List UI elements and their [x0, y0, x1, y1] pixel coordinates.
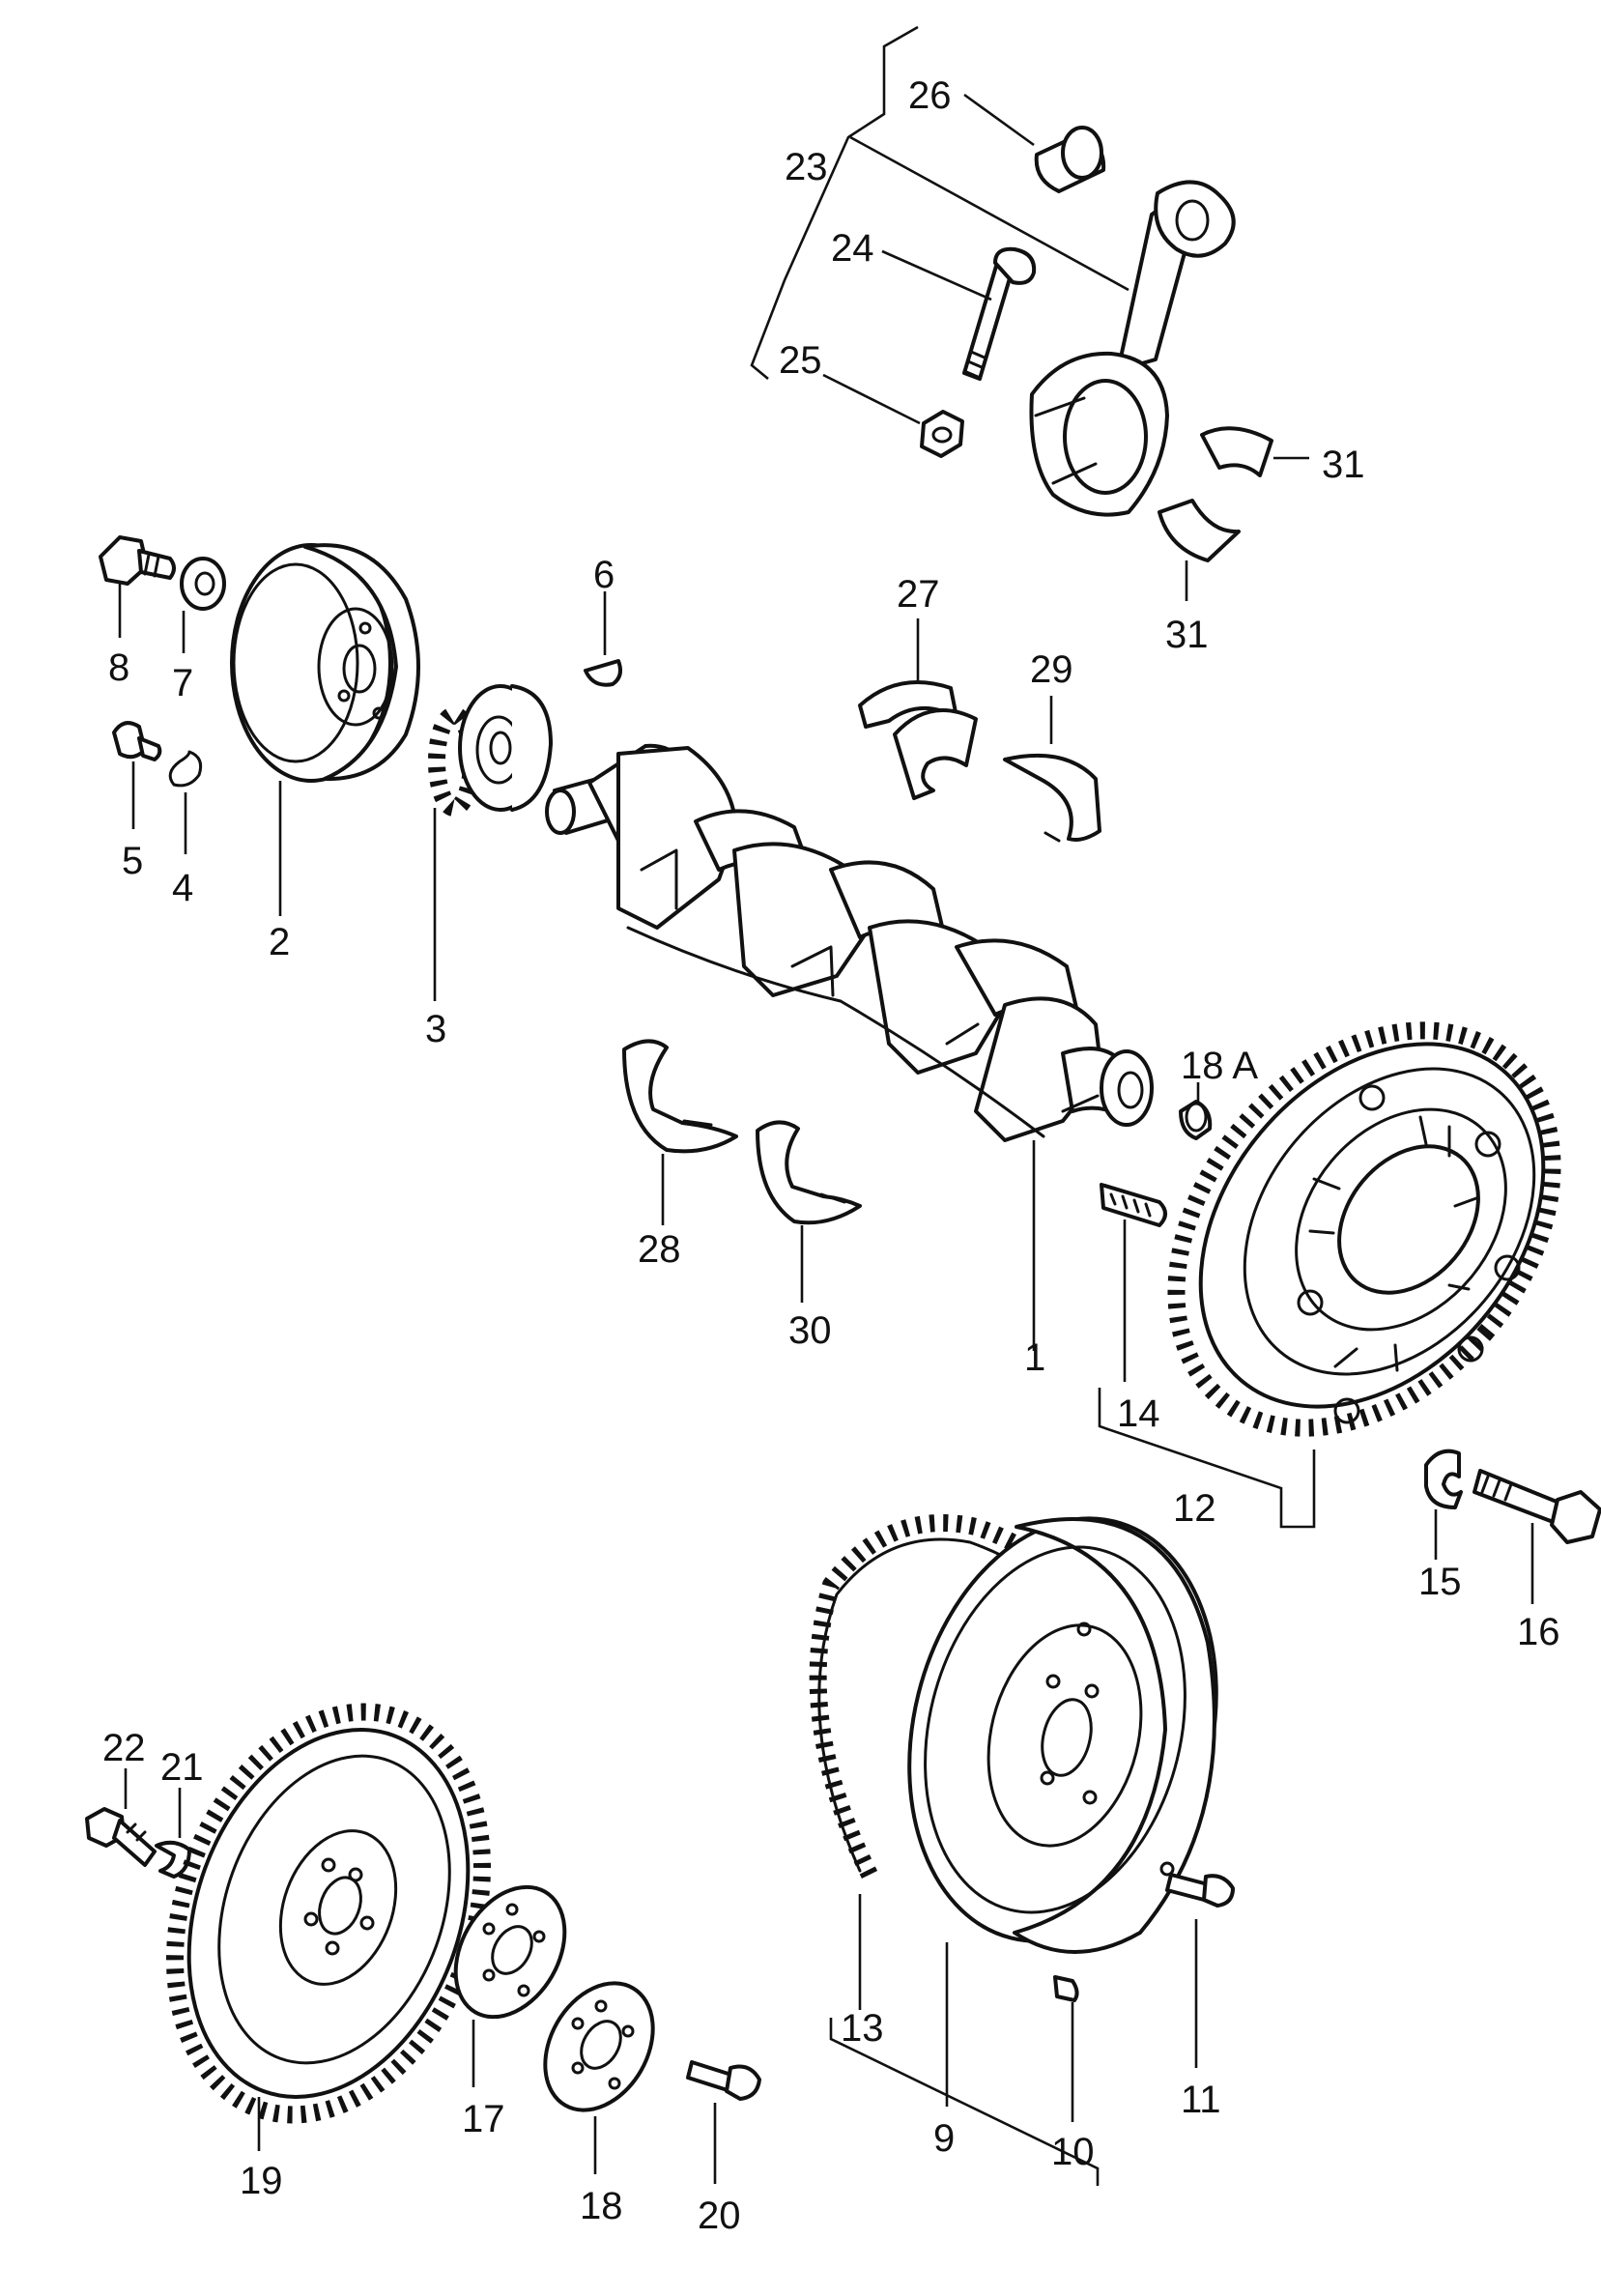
nut-25: [822, 373, 964, 458]
dowel-pin-14: [1100, 1183, 1167, 1382]
bearing-shell-28: [622, 1039, 738, 1225]
lock-plate-4: [168, 750, 203, 854]
flywheel-9: [907, 1516, 1218, 2107]
label-15: 15: [1418, 1561, 1462, 1603]
label-2: 2: [269, 921, 290, 963]
rod-bearing-shell-31-lower: [1158, 499, 1241, 601]
label-3: 3: [425, 1008, 446, 1050]
label-7: 7: [172, 662, 193, 704]
label-22: 22: [102, 1727, 146, 1769]
bolt-5: [112, 721, 162, 829]
label-18a: 18 A: [1181, 1045, 1258, 1087]
pulley-2: [230, 543, 420, 916]
label-27: 27: [897, 573, 940, 616]
part-labels: 26 23 24 25 31 31 6 27 29 8 7 5 4 2 3 18…: [102, 74, 1560, 2237]
plate-17: [453, 1884, 567, 2087]
bearing-shell-29: [1003, 696, 1101, 843]
label-26: 26: [908, 74, 952, 117]
drive-plate-12: [1167, 1021, 1561, 1437]
bolt-20: [686, 2060, 761, 2184]
bolt-11: [1165, 1873, 1235, 2068]
bearing-shell-27: [858, 618, 978, 800]
label-11: 11: [1181, 2079, 1221, 2121]
label-19: 19: [240, 2160, 283, 2202]
label-31-lower: 31: [1165, 614, 1209, 656]
plate-18: [543, 1981, 655, 2174]
label-30: 30: [788, 1309, 832, 1352]
label-1: 1: [1024, 1336, 1045, 1379]
bracket-12: [1098, 1388, 1316, 1529]
connecting-rod: [1029, 180, 1236, 517]
label-4: 4: [172, 867, 193, 909]
bearing-shell-30: [756, 1120, 862, 1303]
bracket-23: [750, 25, 1129, 381]
rod-bolt-24: [881, 246, 1037, 381]
bracket-9: [829, 2018, 1100, 2186]
label-8: 8: [108, 646, 129, 689]
label-18: 18: [580, 2185, 623, 2227]
rod-bearing-shell-31-upper: [1200, 426, 1309, 477]
washer-15: [1424, 1449, 1463, 1560]
label-5: 5: [122, 840, 143, 882]
label-17: 17: [462, 2098, 505, 2140]
label-6: 6: [593, 554, 615, 596]
label-25: 25: [779, 339, 822, 382]
timing-sprocket-3: [428, 684, 553, 1001]
label-16: 16: [1517, 1611, 1560, 1653]
label-21: 21: [160, 1746, 204, 1789]
pilot-bushing-18a: [1179, 1082, 1213, 1140]
crankshaft-1: [545, 743, 1154, 1351]
woodruff-key-6: [584, 591, 622, 687]
label-24: 24: [831, 227, 874, 270]
label-9: 9: [933, 2117, 955, 2160]
washer-7: [180, 557, 226, 653]
bolt-8: [99, 535, 176, 638]
bushing-26: [963, 93, 1106, 193]
label-20: 20: [698, 2195, 741, 2237]
washer-21: [155, 1788, 191, 1879]
label-10: 10: [1051, 2131, 1095, 2173]
label-14: 14: [1117, 1392, 1160, 1435]
label-13: 13: [841, 2007, 884, 2050]
label-12: 12: [1173, 1487, 1216, 1530]
label-28: 28: [638, 1228, 681, 1271]
dowel-10: [1053, 1975, 1079, 2122]
bolt-16: [1472, 1469, 1601, 1604]
label-31-upper: 31: [1322, 444, 1365, 486]
label-23: 23: [785, 146, 828, 188]
bolt-22: [85, 1768, 157, 1867]
label-29: 29: [1030, 648, 1073, 691]
